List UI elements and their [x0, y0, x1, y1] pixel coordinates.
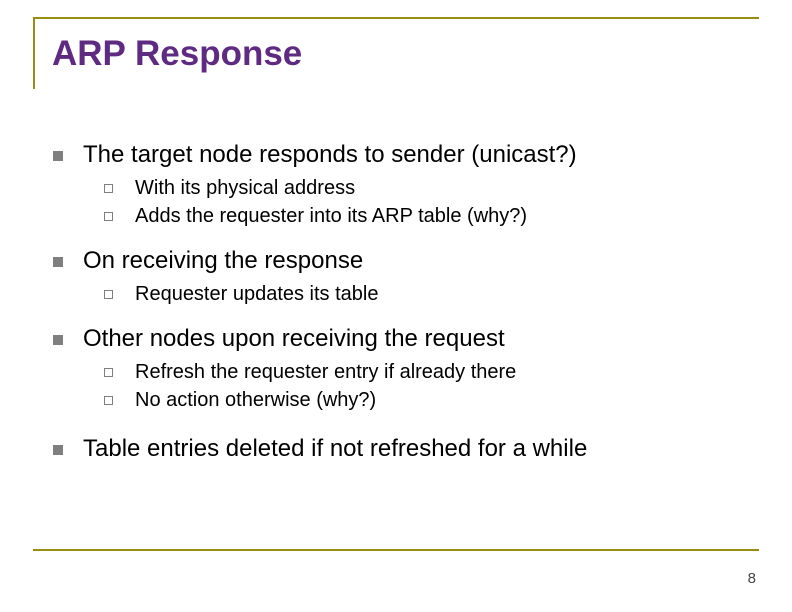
bullet-item-level1: Table entries deleted if not refreshed f…	[48, 434, 754, 464]
sub-bullet-group: With its physical address Adds the reque…	[48, 174, 754, 230]
bullet-item-level2: Requester updates its table	[104, 280, 754, 308]
bullet-text-level2: Requester updates its table	[135, 283, 379, 305]
bullet-text-level1: On receiving the response	[83, 247, 364, 274]
bullet-item-level1: The target node responds to sender (unic…	[48, 140, 754, 170]
page-number: 8	[747, 570, 756, 587]
bullet-item-level2: With its physical address	[104, 174, 754, 202]
sub-bullet-group: Refresh the requester entry if already t…	[48, 358, 754, 414]
bullet-item-level1: Other nodes upon receiving the request	[48, 324, 754, 354]
bullet-item-level1: On receiving the response	[48, 246, 754, 276]
bullet-text-level1: Table entries deleted if not refreshed f…	[83, 435, 588, 462]
square-bullet-icon	[53, 445, 63, 455]
hollow-square-bullet-icon	[104, 396, 113, 405]
slide-content: The target node responds to sender (unic…	[48, 140, 754, 466]
hollow-square-bullet-icon	[104, 212, 113, 221]
square-bullet-icon	[53, 151, 63, 161]
bullet-text-level1: Other nodes upon receiving the request	[83, 325, 505, 352]
square-bullet-icon	[53, 335, 63, 345]
hollow-square-bullet-icon	[104, 368, 113, 377]
spacer	[48, 236, 754, 246]
sub-bullet-group: Requester updates its table	[48, 280, 754, 308]
bullet-text-level2: Adds the requester into its ARP table (w…	[135, 205, 528, 227]
spacer	[48, 420, 754, 434]
bullet-item-level2: Refresh the requester entry if already t…	[104, 358, 754, 386]
bullet-text-level2: Refresh the requester entry if already t…	[135, 361, 517, 383]
square-bullet-icon	[53, 257, 63, 267]
bullet-text-level2: With its physical address	[135, 177, 356, 199]
hollow-square-bullet-icon	[104, 184, 113, 193]
spacer	[48, 314, 754, 324]
hollow-square-bullet-icon	[104, 290, 113, 299]
top-horizontal-rule	[33, 17, 759, 19]
top-vertical-rule	[33, 17, 35, 89]
bullet-item-level2: No action otherwise (why?)	[104, 386, 754, 414]
bullet-item-level2: Adds the requester into its ARP table (w…	[104, 202, 754, 230]
bullet-text-level1: The target node responds to sender (unic…	[83, 141, 577, 168]
page-title: ARP Response	[52, 34, 303, 73]
bullet-text-level2: No action otherwise (why?)	[135, 389, 377, 411]
bottom-horizontal-rule	[33, 549, 759, 551]
